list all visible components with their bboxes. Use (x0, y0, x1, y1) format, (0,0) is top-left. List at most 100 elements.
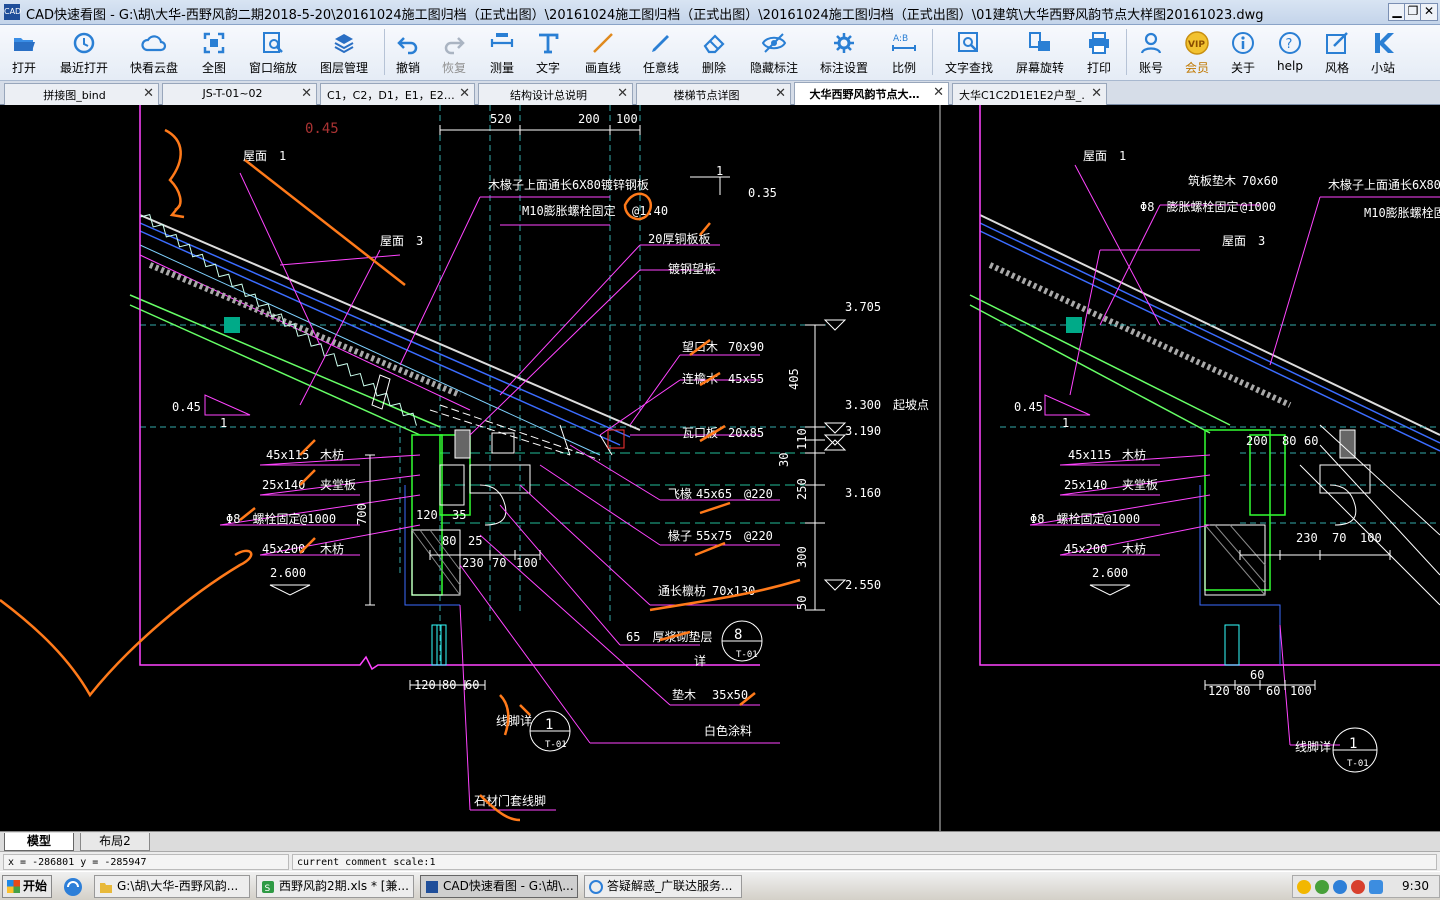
right-label: 线脚详 (1295, 739, 1331, 754)
vdim: 700 (355, 503, 369, 525)
eraser-icon (703, 34, 725, 54)
redo-button[interactable]: 恢复 (436, 28, 472, 78)
level-3705: 3.705 (845, 300, 881, 314)
full-view-button[interactable]: 全图 (192, 28, 236, 78)
right-inner-dim: 200 (1246, 434, 1268, 448)
bottom-dim: 60 (465, 678, 479, 692)
start-button[interactable]: 开始 (2, 875, 52, 898)
station-button[interactable]: 小站 (1364, 28, 1402, 78)
close-button[interactable]: ✕ (1420, 3, 1438, 21)
layout-tab-layout2[interactable]: 布局2 (80, 833, 150, 851)
vip-button[interactable]: VIP 会员 (1178, 28, 1216, 78)
left-label: 屋面 3 (380, 234, 423, 248)
left-label: 木枋 (320, 541, 344, 556)
help-button[interactable]: ? help (1270, 28, 1310, 78)
inner-dim: 35 (452, 508, 466, 522)
tab-close-icon[interactable]: ✕ (775, 86, 786, 101)
toolbar-separator (1126, 29, 1127, 75)
help-icon: ? (1279, 32, 1301, 54)
taskbar-spreadsheet[interactable]: S 西野风韵2期.xls * [兼... (256, 875, 414, 898)
recent-open-button[interactable]: 最近打开 (52, 28, 116, 78)
right-label: 木椽子上面通长6X80镀锌钢板 (1328, 178, 1440, 192)
tab-splice-bind[interactable]: 拼接图_bind ✕ (4, 83, 159, 105)
open-button[interactable]: 打开 (2, 28, 46, 78)
right-inner-dim: 80 (1282, 434, 1296, 448)
left-label: 垫木 (672, 687, 696, 702)
text-search-button[interactable]: 文字查找 (940, 28, 998, 78)
account-icon (1140, 32, 1162, 54)
measure-button[interactable]: 测量 (484, 28, 520, 78)
tab-close-icon[interactable]: ✕ (143, 86, 154, 101)
right-label: 70x60 (1242, 174, 1278, 188)
tab-js-t-01[interactable]: JS-T-01~02 ✕ (162, 83, 317, 105)
svg-text:A:B: A:B (893, 34, 908, 44)
freehand-line-button[interactable]: 任意线 (638, 28, 684, 78)
delete-button[interactable]: 删除 (694, 28, 734, 78)
tab-structure-notes[interactable]: 结构设计总说明 ✕ (478, 83, 633, 105)
tab-close-icon[interactable]: ✕ (459, 86, 470, 101)
network-tray-icon[interactable] (1333, 880, 1347, 894)
text-button[interactable]: 文字 (530, 28, 566, 78)
qq-tray-icon[interactable] (1297, 880, 1311, 894)
taskbar-browser[interactable]: 答疑解惑_广联达服务... (584, 875, 742, 898)
scale-button[interactable]: A:B 比例 (884, 28, 924, 78)
left-label: Φ8 螺栓固定 (226, 511, 300, 526)
left-slope-small-2: 0.35 (748, 186, 777, 200)
tab-node-details-active[interactable]: 大华西野风韵节点大… ✕ (794, 82, 949, 105)
drawing-canvas[interactable]: 0.45 520 200 100 1 0.35 0.45 1 屋面 1 屋面 3… (0, 105, 1440, 831)
taskbar-cad-viewer[interactable]: CAD快速看图 - G:\胡\... (420, 875, 578, 898)
draw-line-button[interactable]: 画直线 (580, 28, 626, 78)
hide-eye-icon (761, 33, 787, 53)
svg-text:?: ? (1286, 37, 1293, 52)
coordinate-readout: x = -286801 y = -285947 (3, 854, 289, 870)
tab-stair-details[interactable]: 楼梯节点详图 ✕ (636, 83, 791, 105)
left-label: 详 (694, 653, 706, 668)
annotation-settings-icon (834, 33, 854, 53)
taskbar-explorer[interactable]: G:\胡\大华-西野风韵... (94, 875, 250, 898)
window-zoom-button[interactable]: 窗口缩放 (244, 28, 302, 78)
about-button[interactable]: 关于 (1224, 28, 1262, 78)
tab-close-icon[interactable]: ✕ (617, 86, 628, 101)
browser-icon (589, 880, 603, 894)
cloud-disk-button[interactable]: 快看云盘 (124, 28, 184, 78)
browser-quicklaunch-icon[interactable] (62, 876, 84, 898)
vdim: 300 (795, 546, 809, 568)
tab-close-icon[interactable]: ✕ (933, 85, 944, 100)
style-button[interactable]: 风格 (1318, 28, 1356, 78)
spreadsheet-icon: S (262, 881, 274, 894)
left-label: 飞椽 (668, 487, 692, 501)
tab-unit-type-plans[interactable]: 大华C1C2D1E1E2户型_… ✕ (952, 83, 1107, 105)
right-slope-unit: 1 (1062, 416, 1069, 430)
cad-drawing: 0.45 520 200 100 1 0.35 0.45 1 屋面 1 屋面 3… (0, 105, 1440, 831)
folder-open-icon (14, 38, 35, 51)
review-markup-strokes (0, 128, 801, 822)
shield-tray-icon[interactable] (1369, 880, 1383, 894)
left-dim-200: 200 (578, 112, 600, 126)
left-label: @220 (744, 529, 773, 543)
clock: 9:30 (1402, 879, 1429, 893)
left-label: 屋面 1 (243, 149, 286, 163)
detail-mark-num: 1 (545, 717, 553, 733)
left-detail-geometry (129, 105, 847, 811)
screen-rotate-button[interactable]: 屏幕旋转 (1010, 28, 1070, 78)
freehand-icon (652, 35, 669, 52)
tab-close-icon[interactable]: ✕ (301, 86, 312, 101)
hide-annotation-button[interactable]: 隐藏标注 (744, 28, 804, 78)
right-level: 2.600 (1092, 566, 1128, 580)
layout-tab-model[interactable]: 模型 (4, 833, 74, 851)
left-label: M10膨胀螺栓固定 (522, 203, 616, 218)
annotation-settings-button[interactable]: 标注设置 (814, 28, 874, 78)
undo-button[interactable]: 撤销 (390, 28, 426, 78)
wechat-tray-icon[interactable] (1315, 880, 1329, 894)
left-label: 35x50 (712, 688, 748, 702)
layer-manager-button[interactable]: 图层管理 (314, 28, 374, 78)
tab-close-icon[interactable]: ✕ (1091, 86, 1102, 101)
text-icon (539, 33, 559, 54)
account-button[interactable]: 账号 (1132, 28, 1170, 78)
security-tray-icon[interactable] (1351, 880, 1365, 894)
main-toolbar: 打开 最近打开 快看云盘 全图 窗口缩放 图层管理 撤销 恢复 测量 文字 画直… (0, 25, 1440, 81)
left-label: 45x115 (266, 448, 309, 462)
print-button[interactable]: 打印 (1080, 28, 1118, 78)
tab-c1-c2-d1[interactable]: C1，C2，D1，E1，E2… ✕ (320, 83, 475, 105)
left-label: @220 (744, 487, 773, 501)
